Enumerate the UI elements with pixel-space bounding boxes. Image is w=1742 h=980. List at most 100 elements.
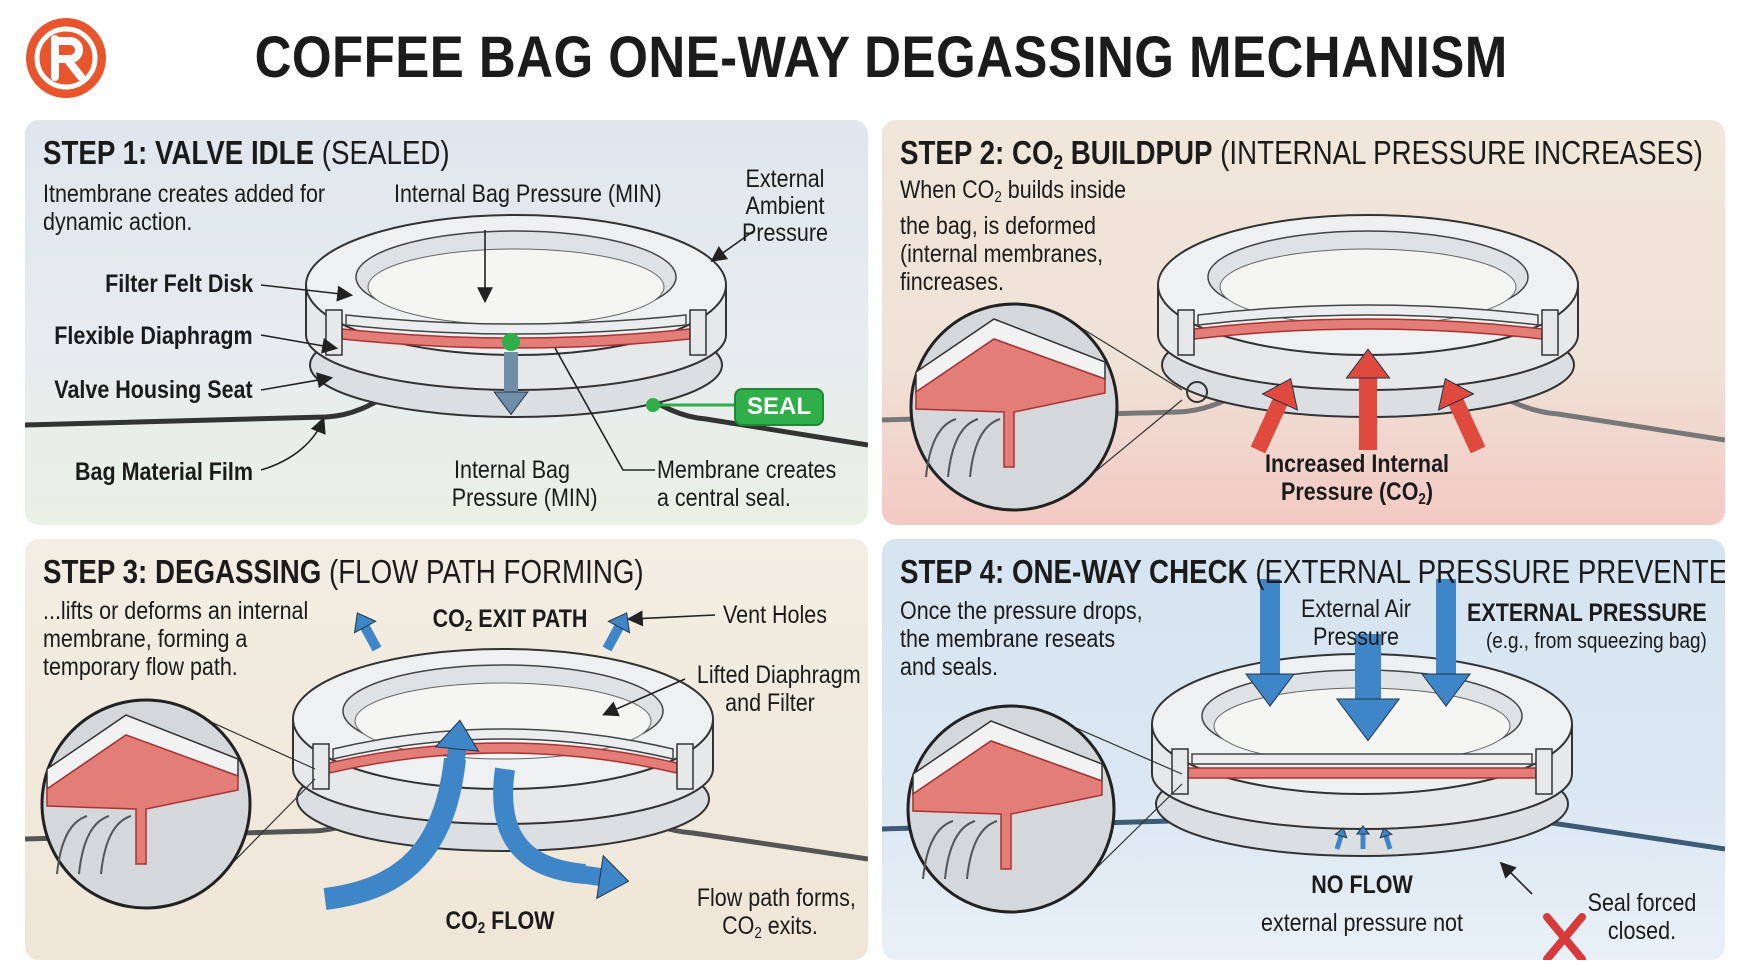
co2-flow-label: CO2 FLOW [445, 907, 555, 937]
page-title: COFFEE BAG ONE-WAY DEGASSING MECHANISM [254, 25, 1508, 90]
pressure-arrow-left-head [1261, 377, 1299, 411]
no-flow-label: NO FLOW [1311, 871, 1413, 899]
filter-felt-edge [345, 314, 687, 335]
vent-holes-label: Vent Holes [723, 601, 827, 629]
internal-pressure-top-label: Internal Bag Pressure (MIN) [394, 180, 662, 208]
co2-flow-arrow-right [493, 767, 586, 884]
magnifier-line [1085, 399, 1183, 480]
housing-leader [260, 372, 334, 391]
small-up-arrow-head [1356, 825, 1370, 835]
filter-felt-edge [1197, 304, 1539, 326]
step3-illustration [25, 610, 868, 910]
exit-arrow-left-shaft [360, 624, 382, 652]
magnified-diaphragm [915, 338, 1106, 468]
step2-panel: STEP 2: CO2 BUILDPUP (INTERNAL PRESSURE … [882, 120, 1725, 525]
co2-flow-arrow-left-tip-shaft [446, 748, 466, 770]
co2-flow-arrow-left-tip-head [434, 719, 480, 752]
external-pressure-heading: EXTERNAL PRESSURE [1467, 599, 1707, 627]
filter-felt-disk-label: Filter Felt Disk [104, 270, 253, 298]
housing-clip-left [1171, 748, 1189, 795]
magnified-diaphragm [912, 740, 1103, 870]
step3-header: STEP 3: DEGASSING (FLOW PATH FORMING) [43, 553, 644, 590]
seal-forced-leader [1499, 861, 1533, 895]
magnified-housing-rib [966, 820, 998, 880]
magnified-housing-rib [925, 418, 957, 478]
flexible-diaphragm [1187, 767, 1537, 779]
filter-felt-edge [332, 728, 674, 760]
external-pressure-leader [710, 229, 756, 262]
step4-panel: STEP 4: ONE-WAY CHECK (EXTERNAL PRESSURE… [882, 539, 1725, 960]
membrane-note-leader [554, 347, 655, 471]
valve-housing-seat-label: Valve Housing Seat [54, 376, 253, 404]
external-pressure-arrow-left-head [1245, 673, 1295, 707]
small-up-arrow-shaft [1383, 835, 1393, 850]
logo [26, 18, 106, 98]
step3-panel: STEP 3: DEGASSING (FLOW PATH FORMING) ..… [25, 539, 868, 960]
co2-flow-arrow-right-tip-shaft [578, 865, 602, 886]
filter-leader [260, 284, 354, 302]
bag-material-film-label: Bag Material Film [74, 458, 253, 486]
step2-description: When CO2 builds inside the bag, is defor… [900, 176, 1127, 296]
co2-exit-path-label: CO2 EXIT PATH [432, 605, 588, 635]
pressure-arrow-right-head [1437, 377, 1475, 411]
step2-header: STEP 2: CO2 BUILDPUP (INTERNAL PRESSURE … [900, 134, 1703, 175]
magnified-housing-rib [922, 820, 954, 880]
step1-header: STEP 1: VALVE IDLE (SEALED) [43, 134, 450, 171]
x-mark-icon [1543, 913, 1586, 960]
step1-panel: STEP 1: VALVE IDLE (SEALED) Itnembrane c… [25, 120, 868, 525]
housing-clip-right [676, 743, 694, 790]
vent-leader [626, 610, 716, 627]
step4-illustration [882, 579, 1725, 960]
flow-path-note: Flow path forms,CO2 exits. [696, 884, 856, 942]
co2-flow-arrow-right-tip-head [596, 854, 630, 900]
magnified-housing-rib [944, 820, 976, 880]
small-up-arrow-head [1379, 827, 1393, 839]
housing-clip-right [1541, 309, 1559, 356]
magnifier-line [1075, 324, 1183, 391]
diaphragm-leader [260, 334, 339, 354]
filter-felt-disk [367, 248, 665, 326]
step2-illustration [882, 214, 1725, 512]
seal-badge: SEAL [734, 388, 824, 426]
internal-pressure-arrow-head [493, 391, 529, 416]
flexible-diaphragm-label: Flexible Diaphragm [54, 322, 253, 350]
lifted-leader [602, 678, 686, 717]
magnified-diaphragm [46, 734, 239, 865]
magnifier-line [1072, 726, 1183, 775]
detail-marker [1186, 381, 1208, 403]
magnified-housing-rib [78, 815, 110, 875]
film-leader [260, 417, 326, 471]
magnifier-line [208, 720, 316, 770]
central-seal-dot [502, 333, 520, 351]
magnified-housing-rib [969, 418, 1001, 478]
external-pressure-example: (e.g., from squeezing bag) [1486, 628, 1707, 653]
housing-clip-right [689, 309, 707, 356]
no-flow-note: external pressure not [1261, 909, 1463, 937]
magnified-housing-rib [947, 418, 979, 478]
pressure-arrow-left-shaft [1250, 398, 1288, 454]
external-pressure-arrow-center-head [1335, 698, 1401, 742]
pressure-arrow-right-shaft [1448, 398, 1486, 454]
pressure-arrow-center-head [1345, 348, 1391, 379]
filter-felt-edge [1191, 753, 1533, 765]
exit-arrow-right-shaft [602, 624, 624, 652]
exit-arrow-left-head [353, 612, 377, 634]
housing-clip-left [312, 743, 330, 790]
housing-clip-left [1177, 309, 1195, 356]
magnified-housing-rib [56, 815, 88, 875]
external-pressure-arrow-right-head [1421, 673, 1471, 707]
magnified-housing-rib [100, 815, 132, 875]
small-up-arrow-shaft [1334, 835, 1344, 850]
housing-clip-right [1535, 748, 1553, 795]
co2-flow-arrow-left [323, 757, 466, 910]
step4-description: Once the pressure drops,the membrane res… [900, 597, 1143, 681]
step4-header: STEP 4: ONE-WAY CHECK (EXTERNAL PRESSURE… [900, 553, 1725, 590]
